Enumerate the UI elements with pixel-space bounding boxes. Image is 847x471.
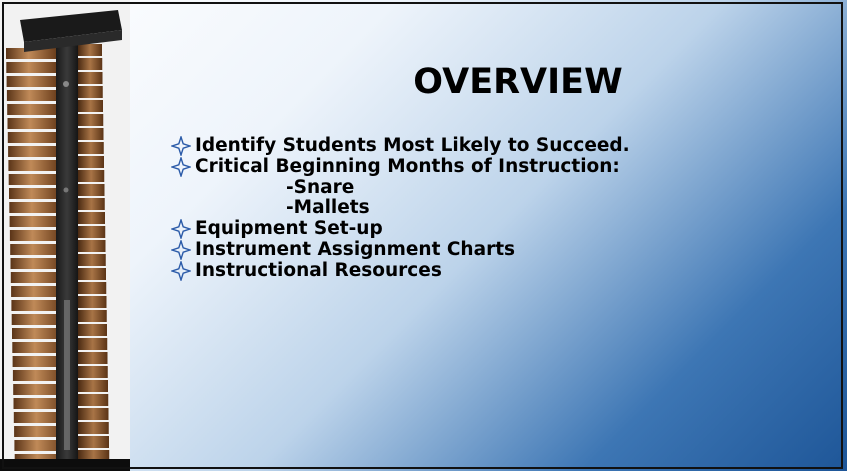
marimba-resonator-bar [78,58,103,70]
marimba-bar [8,160,59,171]
marimba-resonator-bar [78,268,106,280]
bullet-item: Equipment Set-up [171,218,630,240]
bullet-text: Instructional Resources [195,259,442,281]
star-bullet-icon [171,156,191,177]
marimba-resonator-bar [78,408,109,420]
star-bullet-icon [171,260,191,281]
marimba-bar [9,188,59,199]
marimba-resonator-bar [78,254,106,266]
marimba-resonator-bar [78,296,107,308]
marimba-bar [12,342,63,353]
sub-bullet-item: -Snare [171,176,630,199]
marimba-resonator-bar [78,100,103,112]
sub-bullet-item: -Mallets [171,197,630,219]
marimba-resonator-bar [78,422,109,434]
marimba-resonator-bar [78,128,104,140]
marimba-bar [13,384,64,395]
marimba-resonator-bar [78,198,105,210]
marimba-bar [9,216,60,227]
bullet-text: -Snare [286,176,355,198]
marimba-bar [12,328,62,339]
marimba-resonator-bar [78,366,108,378]
bullet-text: -Mallets [286,197,370,219]
marimba-resonator-bar [78,170,105,182]
marimba-resonator-bar [78,240,106,252]
marimba-bar [14,440,65,451]
marimba-resonator-bar [78,310,107,322]
marimba-resonator-bar [78,394,109,406]
marimba-bar [8,146,59,157]
marimba-bar [7,132,58,143]
marimba-resonator-bar [78,114,104,126]
marimba-image [0,0,130,471]
star-bullet-icon [171,239,191,260]
marimba-bar [11,300,62,311]
marimba-bar [6,48,56,59]
bullet-text: Identify Students Most Likely to Succeed… [195,135,630,156]
marimba-bar [6,62,57,73]
marimba-resonator-bar [78,324,107,336]
bullet-text: Critical Beginning Months of Instruction… [195,155,620,177]
marimba-resonator-bar [78,156,104,168]
marimba-bar [7,118,58,129]
marimba-bar [10,272,61,283]
marimba-bar [7,104,58,115]
marimba-resonator-bar [78,338,108,350]
marimba-resonator-bar [78,380,108,392]
marimba-bar [11,286,62,297]
bullet-item: Identify Students Most Likely to Succeed… [171,135,630,157]
bullet-text: Instrument Assignment Charts [195,238,516,260]
star-bullet-icon [171,219,191,240]
bullet-item: Instructional Resources [171,259,630,282]
marimba-resonator-bar [78,352,108,364]
marimba-resonator-bar [78,226,106,238]
marimba-resonator-bar [78,212,105,224]
marimba-resonator-bar [78,184,105,196]
marimba-resonator-bar [78,436,109,448]
marimba-bar [8,174,59,185]
marimba-bar [9,230,60,241]
marimba-resonator-bar [78,142,104,154]
bullet-item: Critical Beginning Months of Instruction… [171,155,630,178]
marimba-drawing [0,0,130,471]
marimba-bar [14,426,65,437]
bullet-list: Identify Students Most Likely to Succeed… [171,135,630,282]
marimba-bar [10,244,61,255]
slide-title: OVERVIEW [413,62,623,102]
marimba-bar [12,370,63,381]
star-bullet-icon [171,136,191,156]
marimba-bar [11,314,62,325]
marimba-resonator-bar [78,282,107,294]
marimba-bar [13,398,64,409]
marimba-bar [6,76,57,87]
marimba-resonator-bar [78,72,103,84]
marimba-bar [9,202,60,213]
bullet-item: Instrument Assignment Charts [171,238,630,261]
marimba-resonator-bar [78,44,102,56]
marimba-bar [12,356,63,367]
bullet-text: Equipment Set-up [195,218,383,240]
marimba-resonator-bar [78,86,103,98]
marimba-bar [10,258,61,269]
marimba-bar [6,90,57,101]
marimba-bar [13,412,64,423]
